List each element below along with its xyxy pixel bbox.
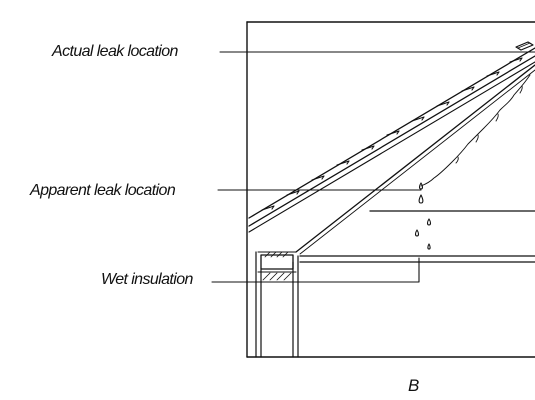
figure-caption: B [408,376,420,395]
wall-studs [255,251,299,358]
wall-top-plate [257,251,297,281]
ceiling-joist [299,210,535,263]
roof-shingles [261,41,534,211]
apparent-leak-location-label: Apparent leak location [30,182,176,199]
water-drops [414,182,432,250]
leader-lines [211,51,535,283]
water-trail [420,74,531,187]
rafter-underside [295,64,535,255]
wet-insulation-label: Wet insulation [101,271,193,288]
wet-insulation-leader [211,257,420,283]
actual-leak-location-label: Actual leak location [52,43,178,60]
roof-deck [248,47,535,233]
